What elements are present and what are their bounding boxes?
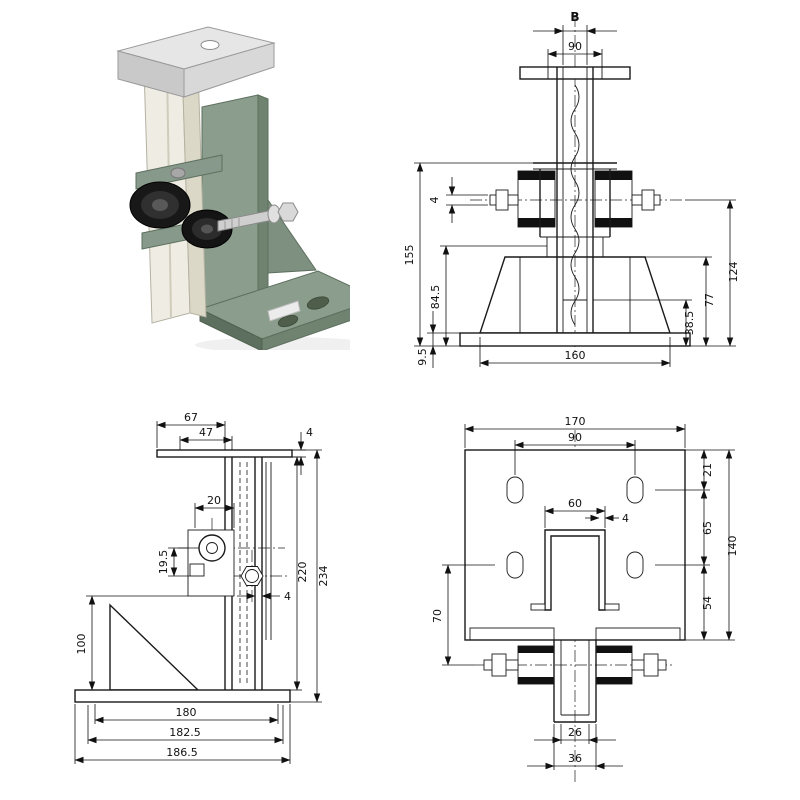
side-view-drawing: 67 47 4 20 19.5 xyxy=(40,400,400,800)
dim-front-90: 90 xyxy=(568,40,582,53)
dim-front-4: 4 xyxy=(428,197,441,204)
base-plate-front xyxy=(459,332,691,347)
dim-side-19-5: 19.5 xyxy=(157,550,170,575)
nut-right xyxy=(641,189,655,211)
product-photo xyxy=(50,15,380,353)
dim-plan-170: 170 xyxy=(565,415,586,428)
dim-front-155: 155 xyxy=(403,245,416,266)
gusset-side xyxy=(109,603,200,691)
bracket-hole xyxy=(200,40,220,50)
dim-side-20: 20 xyxy=(207,494,221,507)
side-dimensions: 67 47 4 20 19.5 xyxy=(74,411,330,764)
bracket-base xyxy=(198,270,380,352)
dim-plan-21: 21 xyxy=(701,463,714,477)
dim-side-182-5: 182.5 xyxy=(169,726,201,739)
dim-side-4-mid: 4 xyxy=(284,590,291,603)
dim-front-9-5: 9.5 xyxy=(416,348,429,366)
dim-plan-26: 26 xyxy=(568,726,582,739)
dim-front-38-5: 38.5 xyxy=(683,311,696,336)
dim-plan-60: 60 xyxy=(568,497,582,510)
slot-hole xyxy=(626,476,644,504)
dim-plan-4: 4 xyxy=(622,512,629,525)
dim-side-4-top: 4 xyxy=(306,426,313,439)
nut-left xyxy=(491,653,507,677)
dim-front-77: 77 xyxy=(703,293,716,307)
dim-side-186-5: 186.5 xyxy=(166,746,198,759)
roller-side xyxy=(198,534,226,562)
dim-side-220: 220 xyxy=(296,562,309,583)
break-squiggle xyxy=(570,84,580,326)
roller-assembly-side xyxy=(187,529,264,597)
slot-hole xyxy=(506,476,524,504)
dim-front-84-5: 84.5 xyxy=(429,285,442,310)
roller-assembly-front xyxy=(489,162,661,238)
dim-plan-140: 140 xyxy=(726,536,739,557)
front-geometry xyxy=(459,66,691,347)
dim-plan-36: 36 xyxy=(568,752,582,765)
dim-front-124: 124 xyxy=(727,262,740,283)
slot-hole xyxy=(506,551,524,579)
base-slot-hole xyxy=(306,296,330,310)
rail-section-plan xyxy=(553,640,597,723)
dim-side-67: 67 xyxy=(184,411,198,424)
base-plate-plan xyxy=(464,449,686,641)
top-mounting-bracket xyxy=(116,26,276,98)
plan-view-drawing: 170 90 21 65 54 140 xyxy=(420,400,790,800)
dim-plan-54: 54 xyxy=(701,596,714,610)
nut-left xyxy=(495,189,509,211)
base-plate-side xyxy=(74,689,291,703)
slot-hole xyxy=(626,551,644,579)
dim-plan-90: 90 xyxy=(568,431,582,444)
dim-side-234: 234 xyxy=(317,566,330,587)
plan-geometry xyxy=(464,449,686,723)
dim-front-160: 160 xyxy=(565,349,586,362)
dim-side-180: 180 xyxy=(176,706,197,719)
base-slot-hole xyxy=(277,314,299,328)
dim-plan-65: 65 xyxy=(701,521,714,535)
dim-side-100: 100 xyxy=(75,634,88,655)
adjustment-bolt xyxy=(217,202,299,232)
channel-plan xyxy=(544,529,606,611)
guide-roller xyxy=(129,181,191,229)
shadow xyxy=(195,337,375,353)
bolt-hex-head xyxy=(240,566,264,586)
top-plate-side xyxy=(156,449,293,458)
side-geometry xyxy=(74,449,293,703)
plan-dimensions: 170 90 21 65 54 140 xyxy=(431,415,739,770)
nut-right xyxy=(643,653,659,677)
dim-plan-70: 70 xyxy=(431,609,444,623)
dim-side-47: 47 xyxy=(199,426,213,439)
label-sticker xyxy=(267,300,301,322)
front-view-drawing: B 90 4 155 84.5 xyxy=(400,5,790,400)
front-dimensions: B 90 4 155 84.5 xyxy=(403,10,740,368)
dim-front-B: B xyxy=(570,10,579,24)
guide-roller xyxy=(181,209,233,249)
bracket-upright xyxy=(201,94,317,316)
